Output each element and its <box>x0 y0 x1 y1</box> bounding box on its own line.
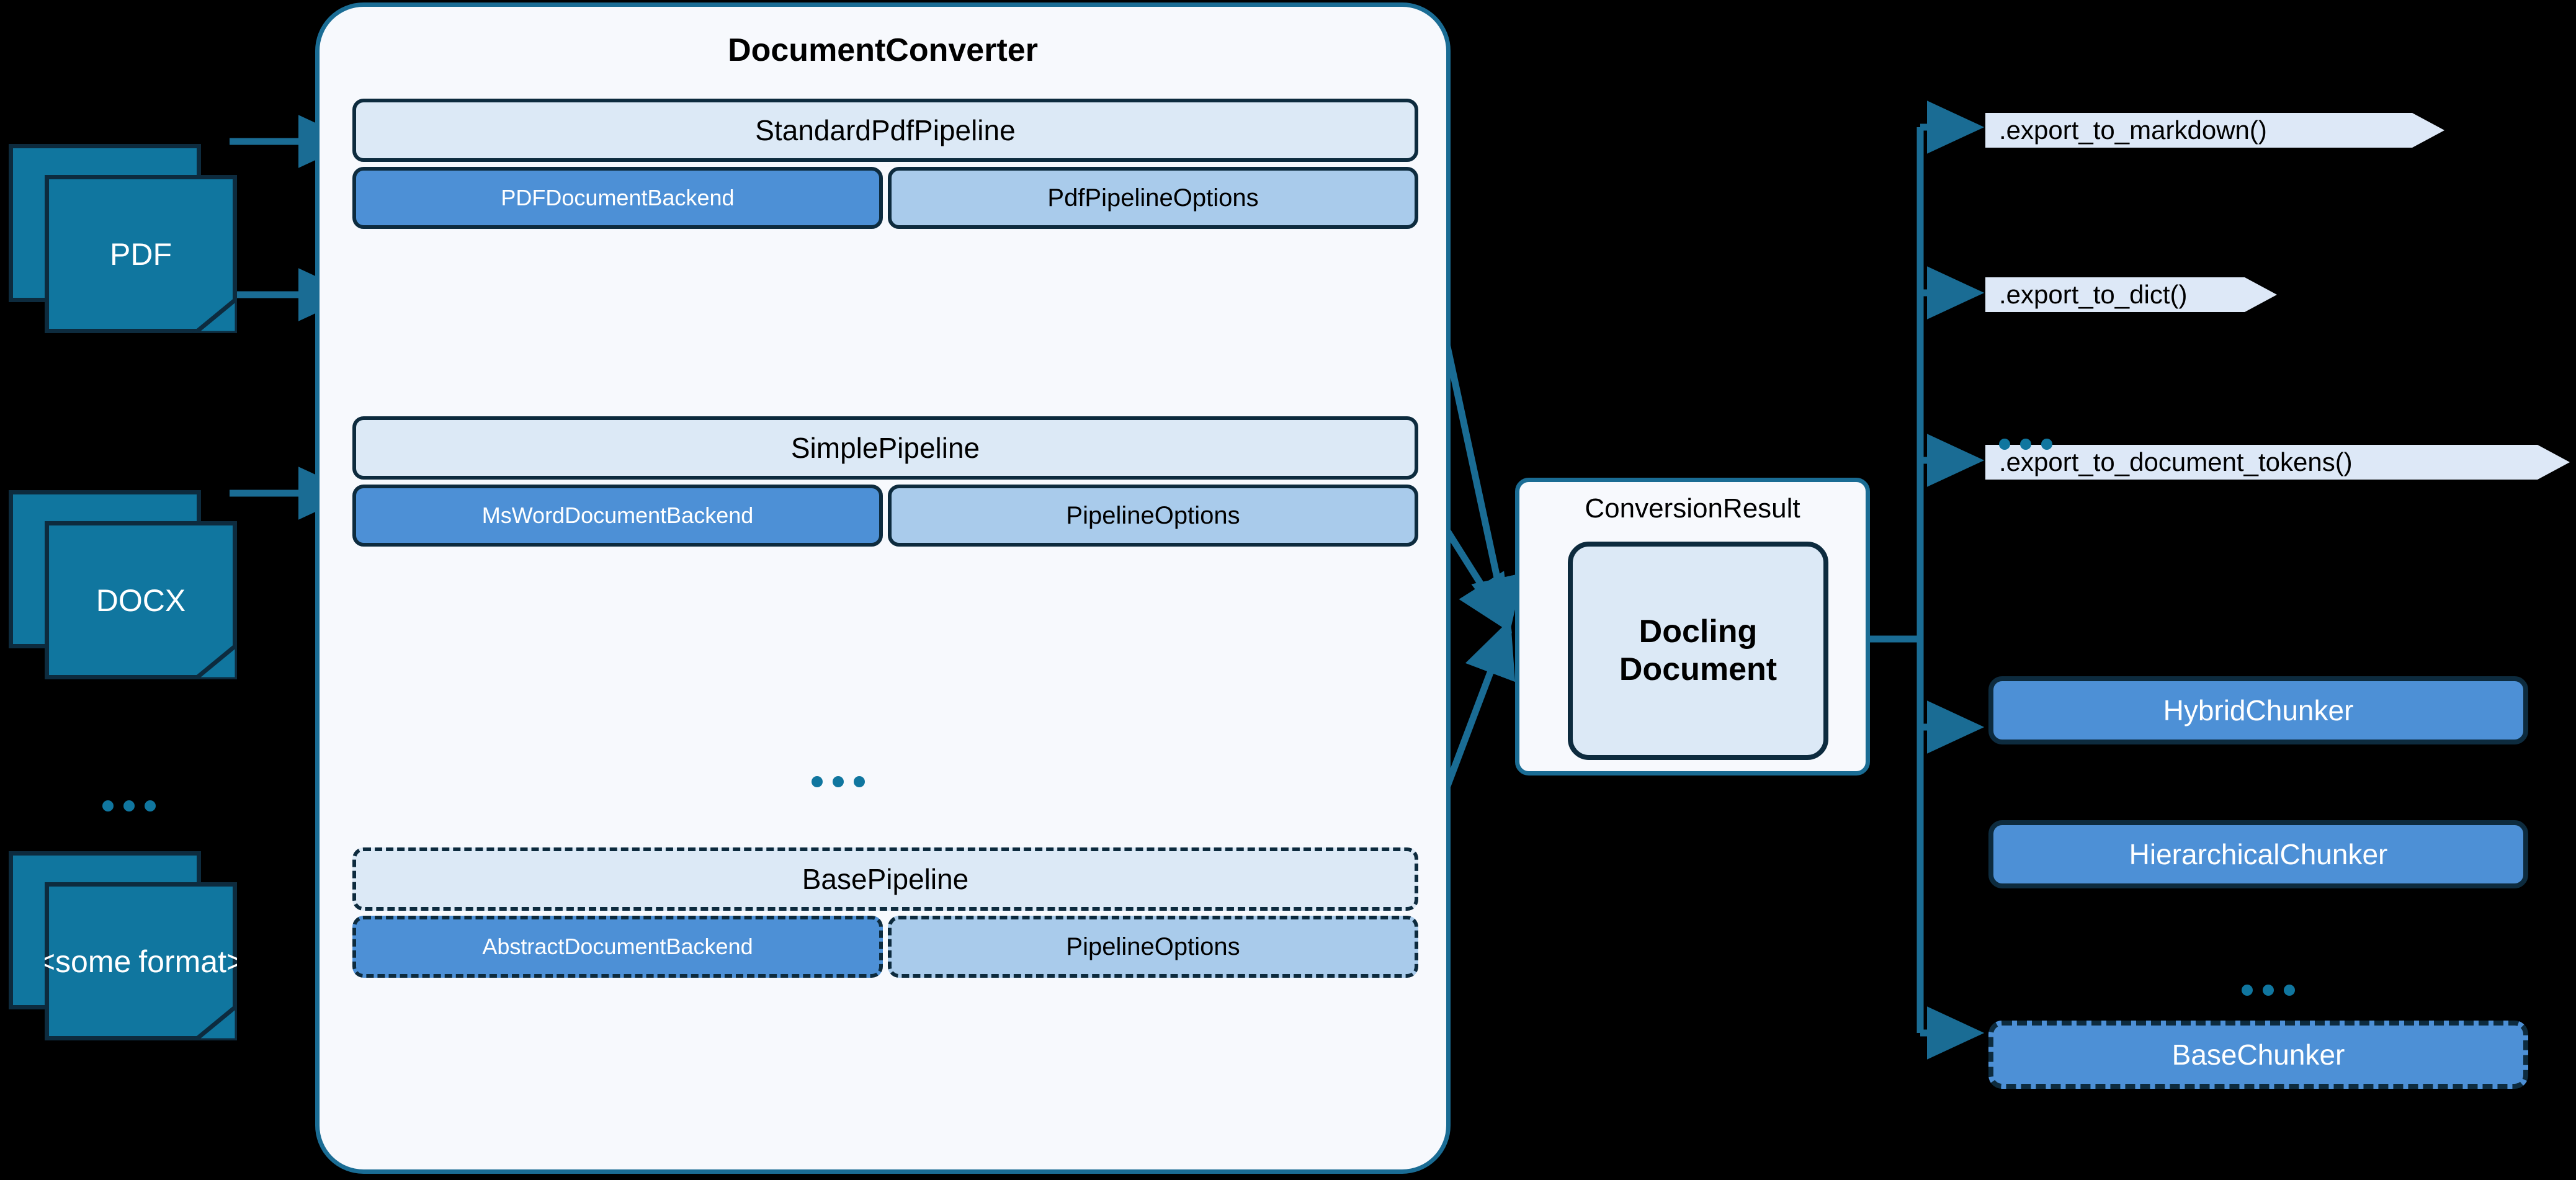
input-doc-label: DOCX <box>96 583 186 618</box>
backend-pdf-document-backend[interactable]: PDFDocumentBackend <box>352 167 883 229</box>
export-label: .export_to_markdown() <box>1999 115 2267 145</box>
export-label: .export_to_document_tokens() <box>1999 447 2353 476</box>
docling-document-box[interactable]: Docling Document <box>1568 542 1828 760</box>
pipeline-row-standard-pdf: PDFDocumentBackend PdfPipelineOptions <box>352 167 1418 229</box>
input-doc-docx[interactable]: DOCX <box>9 490 241 682</box>
chunker-hybrid[interactable]: HybridChunker <box>1988 676 2528 744</box>
chunkers-ellipsis <box>2242 985 2295 996</box>
input-doc-label-line2: format> <box>138 944 245 979</box>
export-to-dict-arrow[interactable]: .export_to_dict() <box>1985 277 2277 312</box>
chunker-base[interactable]: BaseChunker <box>1988 1021 2528 1089</box>
pipeline-row-base: AbstractDocumentBackend PipelineOptions <box>352 916 1418 978</box>
conversion-result-panel: ConversionResult Docling Document <box>1515 478 1870 775</box>
pipeline-group-standard-pdf[interactable]: StandardPdfPipeline PDFDocumentBackend P… <box>352 99 1418 229</box>
export-label: .export_to_dict() <box>1999 280 2188 309</box>
docling-document-line1: Docling <box>1639 613 1758 650</box>
doc-front-sheet: PDF <box>45 175 237 333</box>
chunker-label: BaseChunker <box>2171 1039 2345 1071</box>
pipeline-group-base[interactable]: BasePipeline AbstractDocumentBackend Pip… <box>352 847 1418 978</box>
options-pdf-pipeline-options[interactable]: PdfPipelineOptions <box>888 167 1418 229</box>
pipeline-row-simple: MsWordDocumentBackend PipelineOptions <box>352 485 1418 547</box>
pipeline-head-simple[interactable]: SimplePipeline <box>352 416 1418 480</box>
chunker-label: HierarchicalChunker <box>2129 838 2388 870</box>
pipeline-head-base[interactable]: BasePipeline <box>352 847 1418 911</box>
input-doc-label-line1: <some <box>37 944 132 979</box>
doc-front-sheet: DOCX <box>45 521 237 679</box>
input-doc-pdf[interactable]: PDF <box>9 144 241 336</box>
document-converter-panel: DocumentConverter StandardPdfPipeline PD… <box>315 2 1451 1174</box>
backend-abstract-document-backend[interactable]: AbstractDocumentBackend <box>352 916 883 978</box>
conversion-result-title: ConversionResult <box>1585 493 1800 524</box>
document-converter-title: DocumentConverter <box>728 32 1038 68</box>
input-doc-some-format[interactable]: <some format> <box>9 851 241 1044</box>
docling-document-line2: Document <box>1619 651 1778 687</box>
options-pipeline-options-base[interactable]: PipelineOptions <box>888 916 1418 978</box>
export-to-markdown-arrow[interactable]: .export_to_markdown() <box>1985 113 2444 148</box>
doc-front-sheet: <some format> <box>45 882 237 1040</box>
converter-ellipsis <box>812 776 865 787</box>
options-pipeline-options[interactable]: PipelineOptions <box>888 485 1418 547</box>
pipeline-group-simple[interactable]: SimplePipeline MsWordDocumentBackend Pip… <box>352 416 1418 547</box>
chunker-hierarchical[interactable]: HierarchicalChunker <box>1988 820 2528 888</box>
export-to-document-tokens-arrow[interactable]: .export_to_document_tokens() <box>1985 445 2570 480</box>
backend-msword-document-backend[interactable]: MsWordDocumentBackend <box>352 485 883 547</box>
exports-ellipsis <box>1999 439 2052 450</box>
pipeline-head-standard-pdf[interactable]: StandardPdfPipeline <box>352 99 1418 162</box>
input-doc-label: PDF <box>110 236 172 272</box>
input-ellipsis <box>102 800 156 811</box>
chunker-label: HybridChunker <box>2163 694 2354 726</box>
